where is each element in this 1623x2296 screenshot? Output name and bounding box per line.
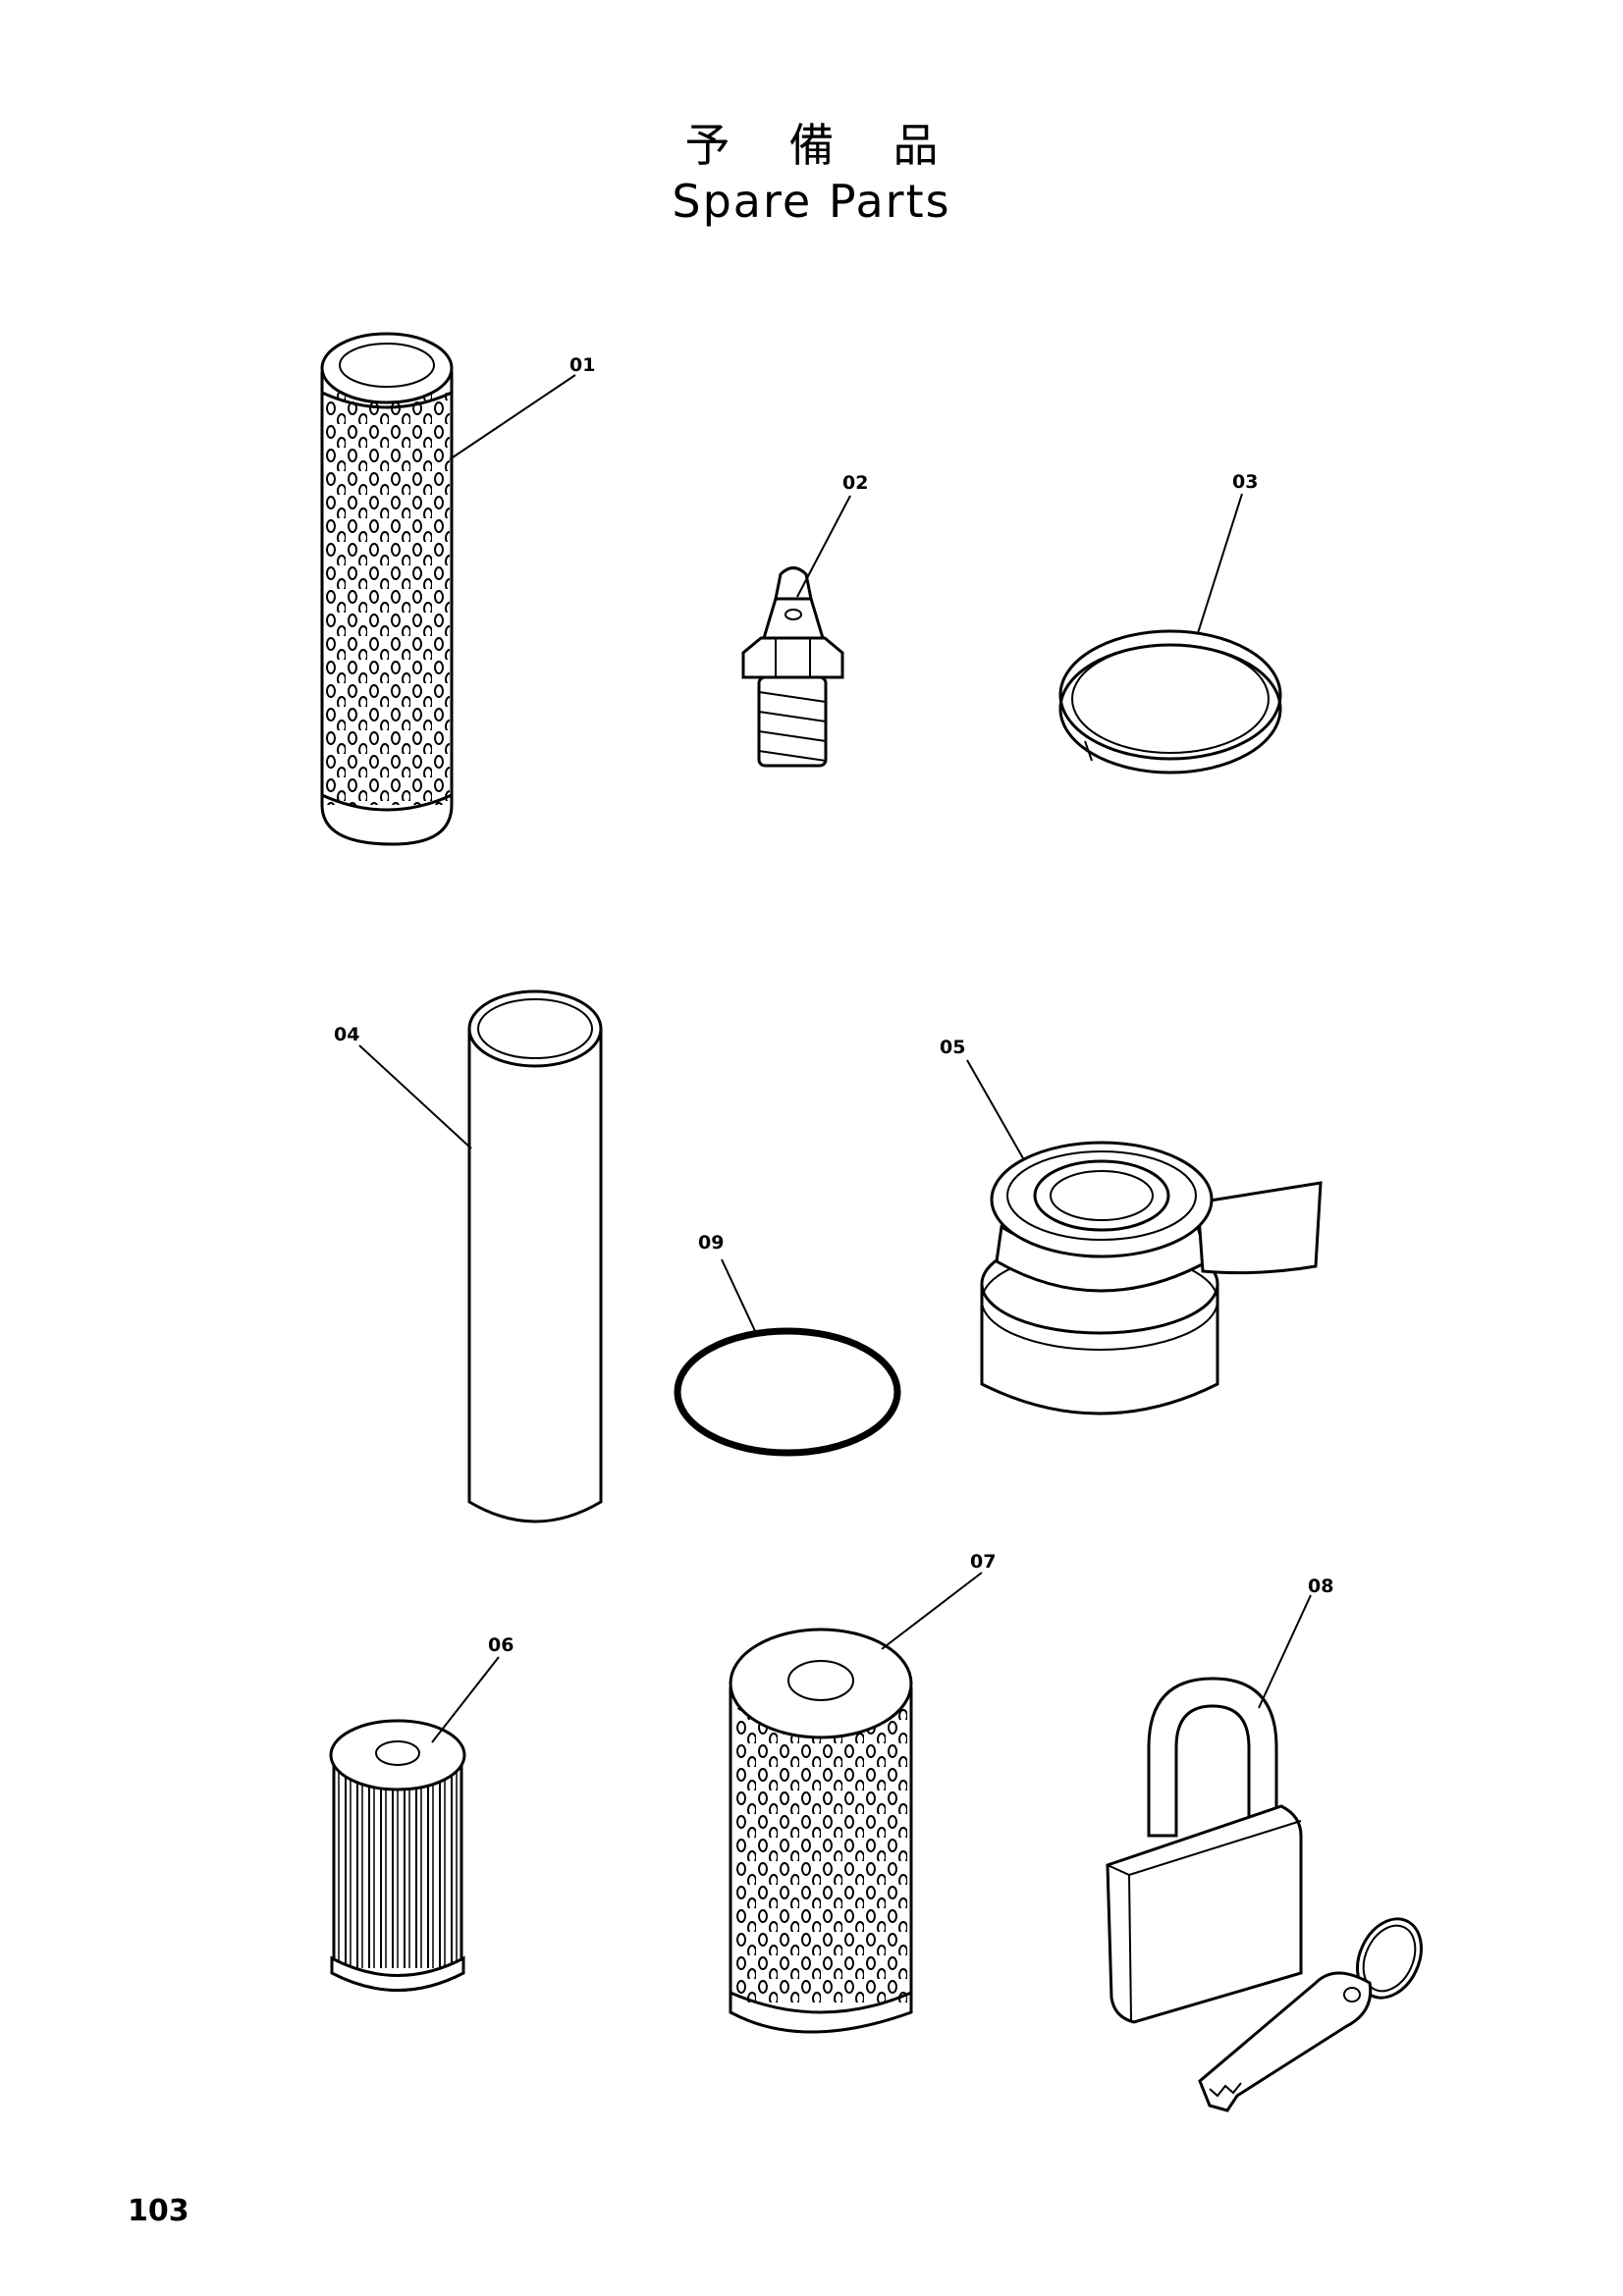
page-number: 103: [128, 2194, 189, 2228]
perforated-filter-element-icon: [320, 332, 454, 846]
cylindrical-tube-icon: [467, 989, 603, 1523]
grease-nipple-icon: [741, 566, 844, 768]
callout-04: 04: [334, 1024, 359, 1045]
callout-leaders: [358, 374, 1312, 1743]
page-title-japanese: 予備品: [684, 119, 998, 172]
split-ring-icon: [1058, 629, 1282, 774]
callout-03: 03: [1232, 471, 1258, 493]
o-ring-icon: [674, 1327, 901, 1457]
callout-labels: 01 02 03 04 05 09 06 07 08: [334, 354, 1333, 1656]
perforated-filter-cartridge-icon: [729, 1628, 913, 2034]
callout-07: 07: [970, 1551, 996, 1573]
seal-kit-icon: [980, 1141, 1323, 1415]
page-title-english: Spare Parts: [672, 175, 951, 228]
callout-02: 02: [842, 472, 868, 494]
callout-01: 01: [569, 354, 595, 376]
callout-06: 06: [488, 1634, 514, 1656]
callout-09: 09: [698, 1232, 724, 1254]
callout-08: 08: [1308, 1575, 1333, 1597]
pleated-filter-cartridge-icon: [329, 1719, 466, 1992]
callout-05: 05: [940, 1037, 965, 1058]
padlock-with-key-icon: [1106, 1677, 1423, 2112]
